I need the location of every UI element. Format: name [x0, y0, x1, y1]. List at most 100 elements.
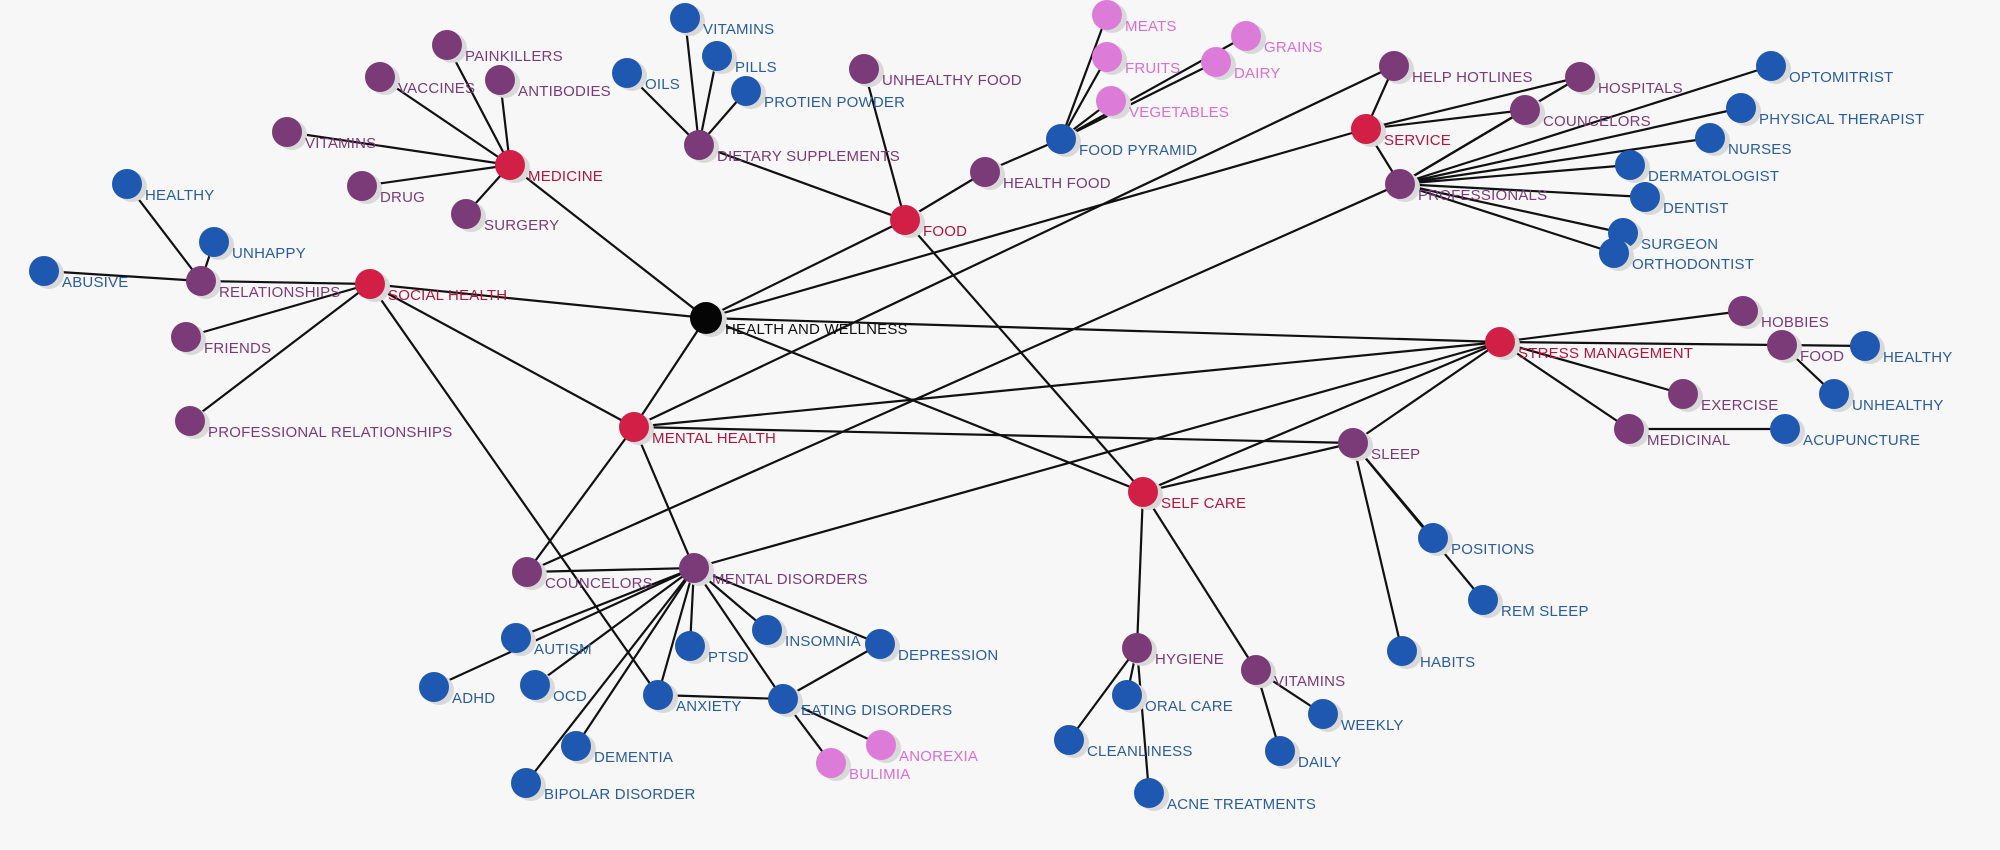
node-circle-vitamins-supp[interactable]	[670, 3, 700, 33]
node-circle-unhappy[interactable]	[199, 227, 229, 257]
node-circle-physical-therapist[interactable]	[1726, 93, 1756, 123]
node-circle-hobbies[interactable]	[1728, 296, 1758, 326]
node-circle-professionals[interactable]	[1385, 169, 1415, 199]
node-circle-vitamins-selfcare[interactable]	[1241, 655, 1271, 685]
node-stress-management[interactable]	[1485, 327, 1520, 360]
node-hygiene[interactable]	[1122, 633, 1157, 666]
node-circle-health-wellness[interactable]	[690, 302, 722, 334]
node-circle-professional-relationships[interactable]	[175, 406, 205, 436]
node-drug[interactable]	[347, 171, 382, 204]
node-circle-eating-disorders[interactable]	[768, 684, 798, 714]
node-nurses[interactable]	[1695, 123, 1730, 156]
node-circle-protien-powder[interactable]	[731, 76, 761, 106]
node-abusive[interactable]	[29, 256, 64, 289]
node-circle-habits[interactable]	[1387, 636, 1417, 666]
node-meats[interactable]	[1092, 0, 1127, 33]
node-physical-therapist[interactable]	[1726, 93, 1761, 126]
node-adhd[interactable]	[419, 672, 454, 705]
node-circle-daily[interactable]	[1265, 736, 1295, 766]
node-surgery[interactable]	[451, 199, 486, 232]
node-circle-self-care[interactable]	[1128, 477, 1158, 507]
node-mental-health[interactable]	[619, 412, 654, 445]
node-circle-stress-management[interactable]	[1485, 327, 1515, 357]
node-circle-acupuncture[interactable]	[1770, 414, 1800, 444]
node-circle-healthy-rel[interactable]	[112, 169, 142, 199]
node-bulimia[interactable]	[816, 748, 851, 781]
node-circle-service[interactable]	[1351, 114, 1381, 144]
node-circle-exercise[interactable]	[1668, 379, 1698, 409]
node-circle-ptsd[interactable]	[675, 631, 705, 661]
node-oils[interactable]	[612, 58, 647, 91]
node-health-wellness[interactable]	[690, 302, 727, 337]
node-positions[interactable]	[1418, 523, 1453, 556]
node-circle-dermatologist[interactable]	[1615, 150, 1645, 180]
node-dentist[interactable]	[1630, 182, 1665, 215]
node-circle-anorexia[interactable]	[866, 730, 896, 760]
node-acupuncture[interactable]	[1770, 414, 1805, 447]
node-circle-mental-health[interactable]	[619, 412, 649, 442]
node-self-care[interactable]	[1128, 477, 1163, 510]
node-circle-councelors-mental[interactable]	[512, 557, 542, 587]
node-circle-medicine[interactable]	[495, 150, 525, 180]
node-circle-weekly[interactable]	[1308, 699, 1338, 729]
node-circle-hygiene[interactable]	[1122, 633, 1152, 663]
node-cleanliness[interactable]	[1054, 725, 1089, 758]
node-circle-dentist[interactable]	[1630, 182, 1660, 212]
node-circle-fruits[interactable]	[1092, 42, 1122, 72]
node-fruits[interactable]	[1092, 42, 1127, 75]
node-circle-dietary-supplements[interactable]	[684, 130, 714, 160]
node-circle-help-hotlines[interactable]	[1379, 51, 1409, 81]
node-circle-vaccines[interactable]	[365, 62, 395, 92]
node-food[interactable]	[890, 205, 925, 238]
node-rem-sleep[interactable]	[1468, 585, 1503, 618]
node-circle-vegetables[interactable]	[1096, 86, 1126, 116]
node-circle-surgery[interactable]	[451, 199, 481, 229]
node-circle-oral-care[interactable]	[1112, 680, 1142, 710]
node-daily[interactable]	[1265, 736, 1300, 769]
node-circle-nurses[interactable]	[1695, 123, 1725, 153]
node-circle-sleep[interactable]	[1338, 428, 1368, 458]
node-vitamins-selfcare[interactable]	[1241, 655, 1276, 688]
node-health-food[interactable]	[970, 157, 1005, 190]
node-food-pyramid[interactable]	[1046, 124, 1081, 157]
node-circle-dairy[interactable]	[1201, 47, 1231, 77]
node-circle-relationships[interactable]	[186, 266, 216, 296]
node-circle-social-health[interactable]	[355, 269, 385, 299]
node-weekly[interactable]	[1308, 699, 1343, 732]
node-circle-unhealthy-stress[interactable]	[1819, 379, 1849, 409]
node-circle-oils[interactable]	[612, 58, 642, 88]
node-circle-positions[interactable]	[1418, 523, 1448, 553]
node-acne-treatments[interactable]	[1134, 778, 1169, 811]
node-circle-food-stress[interactable]	[1767, 330, 1797, 360]
node-depression[interactable]	[865, 629, 900, 662]
node-vitamins-med[interactable]	[272, 117, 307, 150]
node-circle-optomitrist[interactable]	[1756, 51, 1786, 81]
node-circle-orthodontist[interactable]	[1599, 238, 1629, 268]
node-pills[interactable]	[702, 41, 737, 74]
node-circle-vitamins-med[interactable]	[272, 117, 302, 147]
node-anorexia[interactable]	[866, 730, 901, 763]
node-circle-hospitals[interactable]	[1565, 62, 1595, 92]
node-circle-antibodies[interactable]	[485, 65, 515, 95]
node-anxiety[interactable]	[643, 680, 678, 713]
node-dermatologist[interactable]	[1615, 150, 1650, 183]
node-social-health[interactable]	[355, 269, 390, 302]
node-circle-meats[interactable]	[1092, 0, 1122, 30]
node-eating-disorders[interactable]	[768, 684, 803, 717]
node-food-stress[interactable]	[1767, 330, 1802, 363]
node-circle-bipolar-disorder[interactable]	[511, 768, 541, 798]
node-mental-disorders[interactable]	[679, 553, 714, 586]
node-exercise[interactable]	[1668, 379, 1703, 412]
node-circle-food-pyramid[interactable]	[1046, 124, 1076, 154]
node-unhealthy-stress[interactable]	[1819, 379, 1854, 412]
node-protien-powder[interactable]	[731, 76, 766, 109]
node-unhappy[interactable]	[199, 227, 234, 260]
node-ocd[interactable]	[520, 670, 555, 703]
node-circle-councelors-service[interactable]	[1510, 95, 1540, 125]
node-orthodontist[interactable]	[1599, 238, 1634, 271]
node-circle-adhd[interactable]	[419, 672, 449, 702]
node-circle-drug[interactable]	[347, 171, 377, 201]
node-grains[interactable]	[1231, 21, 1266, 54]
node-dementia[interactable]	[561, 731, 596, 764]
node-hobbies[interactable]	[1728, 296, 1763, 329]
